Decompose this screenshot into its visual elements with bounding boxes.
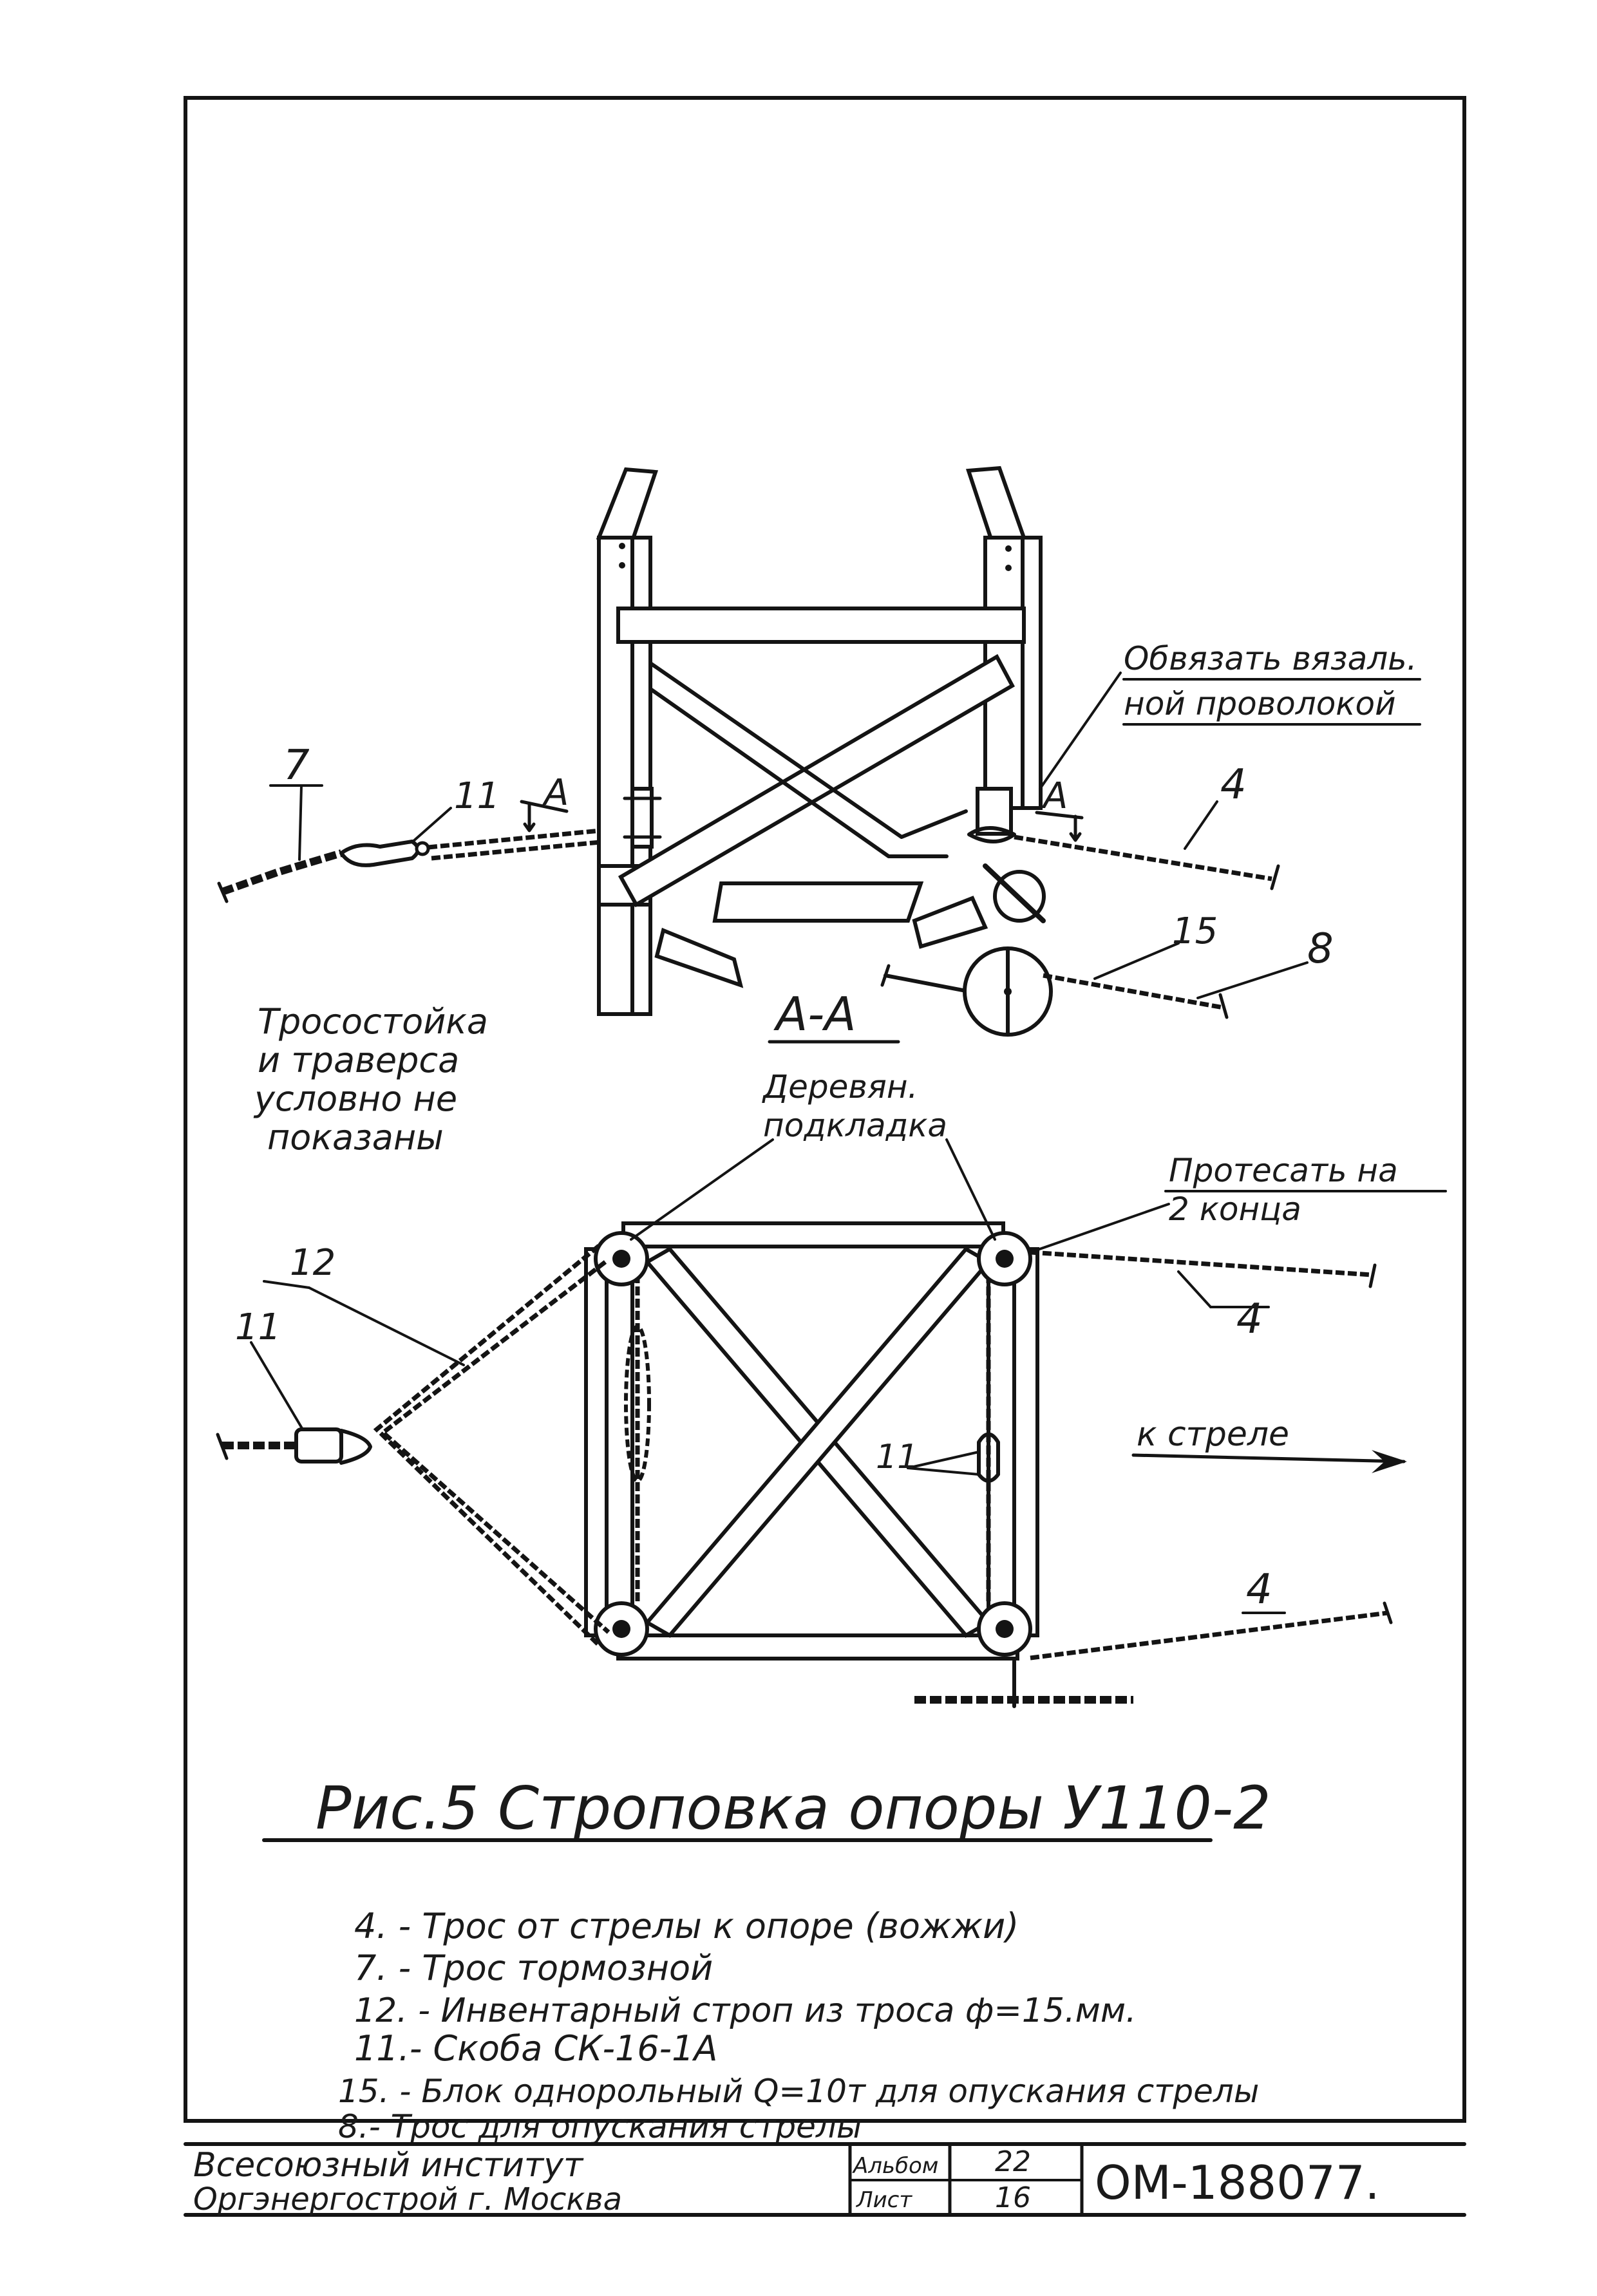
- org-line2: Оргэнергострой г. Москва: [193, 2181, 622, 2217]
- figure-caption: Рис.5 Строповка опоры У110-2: [316, 1774, 1271, 1843]
- left-post: [596, 467, 659, 1016]
- main-diagonal: [618, 654, 1016, 908]
- sling-12: [373, 1244, 601, 1647]
- wood-pad-line2: подкладка: [763, 1107, 947, 1144]
- not-shown-note: Тросостойка и траверса условно не показа…: [253, 1001, 488, 1158]
- tie-note-line2: ной проволокой: [1124, 685, 1396, 722]
- legend-item-7: 7. - Трос тормозной: [354, 1948, 713, 1988]
- rope-7: [221, 849, 343, 896]
- inner-rope-left: [624, 1324, 651, 1483]
- note-line-2: и траверса: [258, 1040, 459, 1080]
- document-code: ОМ-188077.: [1095, 2156, 1380, 2210]
- label-12: 12: [290, 1242, 335, 1284]
- frame-top-rail: [621, 1221, 1005, 1248]
- wood-pad-line1: Деревян.: [762, 1068, 918, 1106]
- inner-shackle-11: [977, 1432, 1000, 1483]
- note-line-1: Тросостойка: [258, 1001, 488, 1042]
- label-11-mid: 11: [876, 1438, 918, 1476]
- title-block: Всесоюзный институт Оргэнергострой г. Мо…: [184, 2142, 1466, 2217]
- top-view: 7 11 А А 4 15 8 Обвязать вязаль. ной про…: [217, 466, 1421, 1044]
- frame-bottom-rail: [616, 1633, 1019, 1661]
- legend: 4. - Трос от стрелы к опоре (вожжи) 7. -…: [338, 1906, 1259, 2145]
- trim-line2: 2 конца: [1169, 1190, 1301, 1228]
- section-a-left: А: [542, 772, 569, 814]
- top-beam: [616, 607, 1026, 644]
- section-a-right: А: [1041, 775, 1068, 817]
- to-boom-arrow: [1131, 1453, 1406, 1463]
- second-diagonal: [648, 661, 968, 839]
- sheet-frame: [184, 96, 1466, 2123]
- right-post: [965, 466, 1043, 810]
- section-view: Деревян. подкладка Протесать на 2 конца …: [216, 1068, 1447, 1708]
- label-11: 11: [454, 775, 500, 817]
- legend-item-4: 4. - Трос от стрелы к опоре (вожжи): [354, 1906, 1019, 1946]
- trim-line1: Протесать на: [1169, 1152, 1398, 1189]
- frame-left-post: [584, 1247, 609, 1637]
- legend-item-12: 12. - Инвентарный строп из троса ф=15.мм…: [354, 1991, 1137, 2030]
- rope-8: [1043, 973, 1224, 1010]
- shackle-11-left: [294, 1427, 343, 1463]
- org-line1: Всесоюзный институт: [193, 2146, 584, 2185]
- shackle-11: [339, 840, 420, 867]
- section-aa-title: А-А: [773, 987, 856, 1041]
- sheet-label: Лист: [855, 2187, 912, 2213]
- rope-4-top: [1014, 834, 1272, 881]
- tie-note-line1: Обвязать вязаль.: [1124, 640, 1417, 677]
- albums-value: 22: [995, 2145, 1031, 2178]
- sheet-value: 16: [995, 2181, 1031, 2214]
- legend-item-11: 11.- Скоба СК-16-1А: [354, 2028, 717, 2069]
- legend-item-15: 15. - Блок однорольный Q=10т для опускан…: [338, 2073, 1259, 2110]
- frame-right-post: [987, 1247, 1016, 1637]
- rope-4-lower: [1030, 1610, 1388, 1661]
- lower-brace: [712, 881, 924, 923]
- label-15: 15: [1172, 910, 1218, 952]
- label-4-top: 4: [1220, 761, 1247, 809]
- label-11-left: 11: [235, 1306, 281, 1348]
- legend-item-8: 8.- Трос для опускания стрелы: [338, 2108, 862, 2145]
- albums-label: Альбом: [852, 2153, 938, 2179]
- label-4-lower: 4: [1246, 1566, 1272, 1614]
- note-line-4: показаны: [267, 1117, 444, 1158]
- note-line-3: условно не: [253, 1078, 457, 1119]
- label-7: 7: [283, 742, 310, 789]
- label-4-upper: 4: [1236, 1295, 1263, 1343]
- to-boom-label: к стреле: [1137, 1415, 1289, 1454]
- rope-4-upper: [1030, 1250, 1372, 1277]
- label-8: 8: [1307, 925, 1334, 973]
